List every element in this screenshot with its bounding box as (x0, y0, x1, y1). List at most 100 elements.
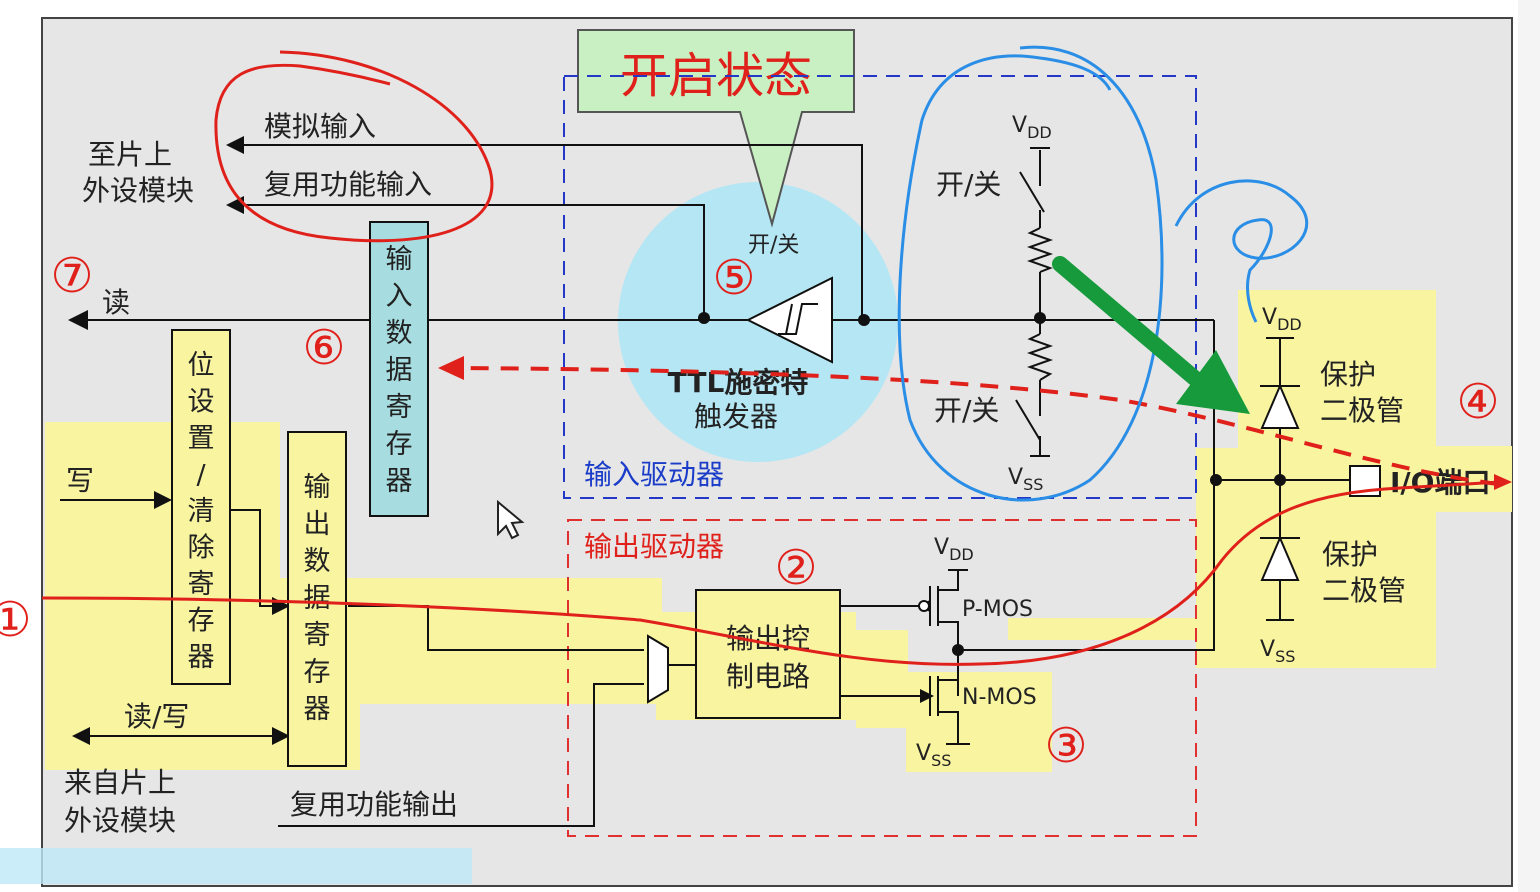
marker-3: ③ (1044, 718, 1087, 774)
output_data_register-char: 器 (304, 694, 331, 725)
svg-text:VDD: VDD (1262, 305, 1302, 334)
diode-top-label-line1: 保护 (1320, 358, 1376, 391)
output-control-line2: 制电路 (726, 660, 810, 693)
input-driver-box (563, 75, 1197, 499)
supply-labels: VDD VSS VDD VSS VDD VSS (916, 113, 1302, 770)
input_data_register-char: 入 (386, 281, 413, 312)
right-scroll-gutter (1518, 0, 1540, 892)
input-flow-arrowhead (438, 356, 464, 380)
arrow-write (154, 491, 172, 509)
blue-scribble-annotation (1174, 179, 1309, 323)
marker-2: ② (774, 540, 817, 596)
schmitt-trigger-symbol (745, 276, 833, 364)
read-label: 读 (102, 286, 130, 319)
schmitt-label-line2: 触发器 (694, 400, 778, 433)
output_data_register-char: 存 (304, 657, 331, 688)
input_data_register-char: 输 (386, 244, 413, 275)
green-arrow-shaft (1052, 256, 1226, 406)
output-control-circuit (695, 589, 841, 719)
bit_set_reset_register-char: 除 (188, 533, 215, 564)
diode-bottom-label-line2: 二极管 (1322, 574, 1406, 607)
arrow-rw-right (272, 727, 290, 745)
callout: 开启状态 (577, 29, 855, 228)
bit_set_reset_register-char: / (196, 460, 206, 491)
analog-input-label: 模拟输入 (264, 110, 376, 143)
bit_set_reset_register-char: 位 (188, 350, 215, 381)
svg-text:VSS: VSS (1260, 637, 1295, 666)
output-flow-arrowhead (1494, 474, 1512, 490)
marker-1: ① (0, 592, 32, 648)
svg-text:VDD: VDD (934, 535, 974, 564)
number-markers: ① ② ③ ④ ⑤ ⑥ ⑦ (0, 248, 1500, 774)
blue-loop-annotation (897, 45, 1164, 502)
arrow-read (68, 310, 88, 330)
pmos-inversion-bubble (918, 600, 930, 612)
diode-bottom (1260, 535, 1300, 581)
nmos-label: N-MOS (962, 685, 1037, 710)
to-peripheral-line2: 外设模块 (82, 174, 194, 207)
from-peripheral-line1: 来自片上 (64, 766, 176, 799)
marker-7: ⑦ (50, 248, 93, 304)
output-mux (647, 634, 669, 704)
output-data-register (287, 431, 347, 767)
write-label: 写 (66, 464, 94, 497)
input_data_register-char: 寄 (386, 392, 413, 423)
input_data_register-char: 据 (386, 355, 413, 386)
alt-func-output-label: 复用功能输出 (290, 788, 458, 821)
alt-func-input-label: 复用功能输入 (264, 168, 432, 201)
pull-down-resistor (1026, 333, 1054, 381)
bit-set-reset-register (171, 329, 231, 685)
output-driver-label: 输出驱动器 (584, 530, 724, 563)
diode-bottom-label-line1: 保护 (1322, 538, 1378, 571)
schmitt-switch-label: 开/关 (748, 233, 799, 258)
svg-text:VDD: VDD (1012, 113, 1052, 142)
output_data_register-char: 数 (304, 546, 331, 577)
pull-up-switch-label: 开/关 (936, 168, 1001, 201)
arrow-nmos-gate (920, 689, 934, 703)
junction-dots (698, 312, 1286, 656)
bottom-progress-band (0, 848, 472, 884)
bit_set_reset_register-char: 置 (188, 423, 215, 454)
wire-alt-input (240, 204, 705, 318)
callout-box (577, 29, 855, 228)
pmos-label: P-MOS (962, 597, 1033, 622)
arrow-analog-input (226, 136, 244, 154)
output_data_register-char: 寄 (304, 620, 331, 651)
wire-analog-input (240, 144, 863, 320)
input-driver-label: 输入驱动器 (584, 458, 724, 491)
input-flow-annotation (457, 366, 1499, 486)
output_data_register-char: 据 (304, 583, 331, 614)
red-circle-annotation (214, 50, 494, 243)
pull-up-resistor (1026, 227, 1054, 273)
output_data_register-char: 输 (304, 472, 331, 503)
green-arrow-head (1176, 350, 1250, 414)
output_data_register-char: 出 (304, 509, 331, 540)
input_data_register-char: 存 (386, 429, 413, 460)
input-data-register (369, 221, 429, 517)
bit_set_reset_register-char: 存 (188, 606, 215, 637)
arrow-rw-left (72, 727, 90, 745)
mouse-cursor-icon (497, 499, 525, 540)
pull-down-switch-label: 开/关 (934, 394, 999, 427)
svg-text:VSS: VSS (916, 741, 951, 770)
marker-4: ④ (1456, 374, 1499, 430)
bit_set_reset_register-char: 清 (188, 496, 215, 527)
input_data_register-char: 器 (386, 466, 413, 497)
output-driver-box (567, 519, 1197, 837)
marker-6: ⑥ (302, 320, 345, 376)
read-write-label: 读/写 (124, 700, 189, 733)
bit_set_reset_register-char: 器 (188, 642, 215, 673)
output-flow-annotation (41, 480, 1501, 666)
diode-top-label-line2: 二极管 (1320, 394, 1404, 427)
marker-5: ⑤ (712, 250, 755, 306)
bit_set_reset_register-char: 设 (188, 387, 215, 418)
from-peripheral-line2: 外设模块 (64, 804, 176, 837)
input_data_register-char: 数 (386, 318, 413, 349)
protection-diodes (1260, 383, 1300, 581)
to-peripheral-line1: 至片上 (88, 138, 172, 171)
svg-text:VSS: VSS (1008, 465, 1043, 494)
